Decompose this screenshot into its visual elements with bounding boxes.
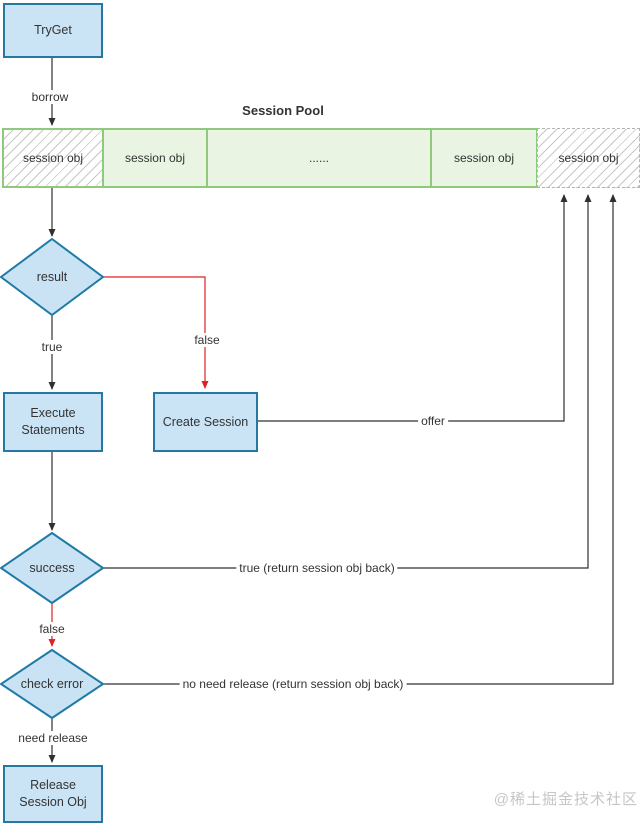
pool-cell-borrowed: session obj	[2, 128, 104, 188]
node-create-session: Create Session	[153, 392, 258, 452]
edge-label-need-release: need release	[15, 731, 91, 745]
edge-success-true-return	[103, 194, 592, 569]
node-tryget: TryGet	[3, 3, 103, 58]
success-diamond-label: success	[29, 561, 75, 575]
success-diamond-shape	[0, 531, 105, 605]
edge-label-borrow: borrow	[28, 90, 72, 104]
check-error-diamond-shape	[0, 648, 105, 720]
edge-label-result-true: true	[38, 340, 66, 354]
session-pool-title: Session Pool	[242, 103, 324, 118]
edge-label-success-false: false	[36, 622, 68, 636]
pool-cell: session obj	[102, 128, 208, 188]
edge-label-result-false: false	[191, 333, 223, 347]
pool-cell: session obj	[430, 128, 538, 188]
node-release-session-obj: Release Session Obj	[3, 765, 103, 823]
pool-cell-ellipsis: ......	[206, 128, 432, 188]
edge-offer	[258, 194, 568, 422]
result-diamond-label: result	[36, 270, 68, 284]
edge-label-offer: offer	[418, 414, 448, 428]
edge-label-check-no-need: no need release (return session obj back…	[179, 677, 407, 691]
result-diamond-shape	[0, 237, 105, 317]
juejin-watermark: @稀土掘金技术社区	[493, 791, 638, 808]
node-execute-statements: Execute Statements	[3, 392, 103, 452]
pool-cell-returning: session obj	[537, 128, 640, 188]
edge-label-success-true: true (return session obj back)	[236, 561, 398, 575]
edge-result-false	[103, 276, 209, 389]
check-error-diamond-label: check error	[20, 677, 84, 691]
